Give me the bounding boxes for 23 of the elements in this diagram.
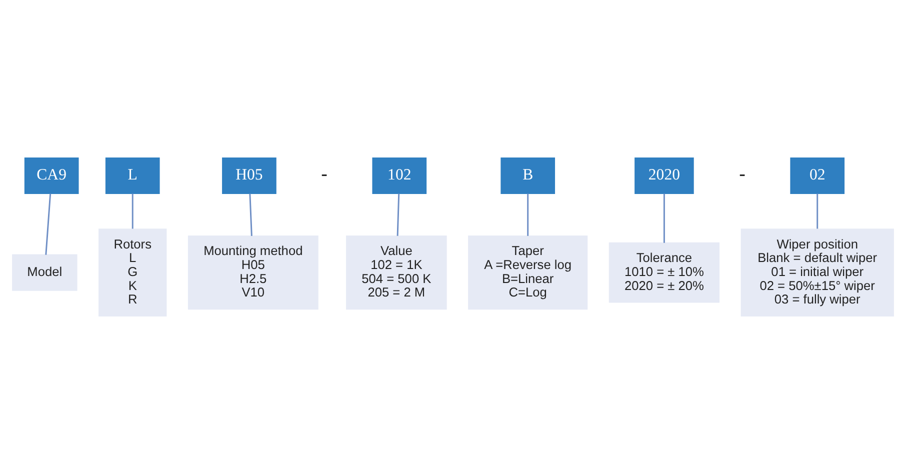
label: - xyxy=(321,164,328,186)
connector xyxy=(663,194,665,243)
node-box: H05 xyxy=(222,157,276,194)
connector xyxy=(45,194,52,255)
connector xyxy=(249,194,252,236)
node-box: CA9 xyxy=(24,157,79,194)
node-box: Taper A =Reverse log B=Linear C=Log xyxy=(468,236,588,310)
label: - xyxy=(738,164,746,186)
node-box: 2020 xyxy=(634,157,694,194)
node-box: B xyxy=(500,157,556,194)
node-box: Rotors L G K R xyxy=(98,228,167,317)
node-box: Wiper position Blank = default wiper 01 = initial wiper 02 = 50%±15° wiper 03 = fully wiper xyxy=(740,228,894,317)
node-box: Mounting method H05 H2.5 V10 xyxy=(188,236,318,310)
connector xyxy=(132,194,134,229)
node-box: 102 xyxy=(372,157,427,194)
node-box: Model xyxy=(12,254,78,291)
node-box: Value 102 = 1K 504 = 500 K 205 = 2 M xyxy=(346,236,447,310)
node-box: 02 xyxy=(790,157,845,194)
node-box: L xyxy=(105,157,160,194)
connector xyxy=(396,194,400,236)
node-box: Tolerance 1010 = ± 10% 2020 = ± 20% xyxy=(608,242,720,303)
connector xyxy=(527,194,529,236)
connector xyxy=(816,194,818,229)
